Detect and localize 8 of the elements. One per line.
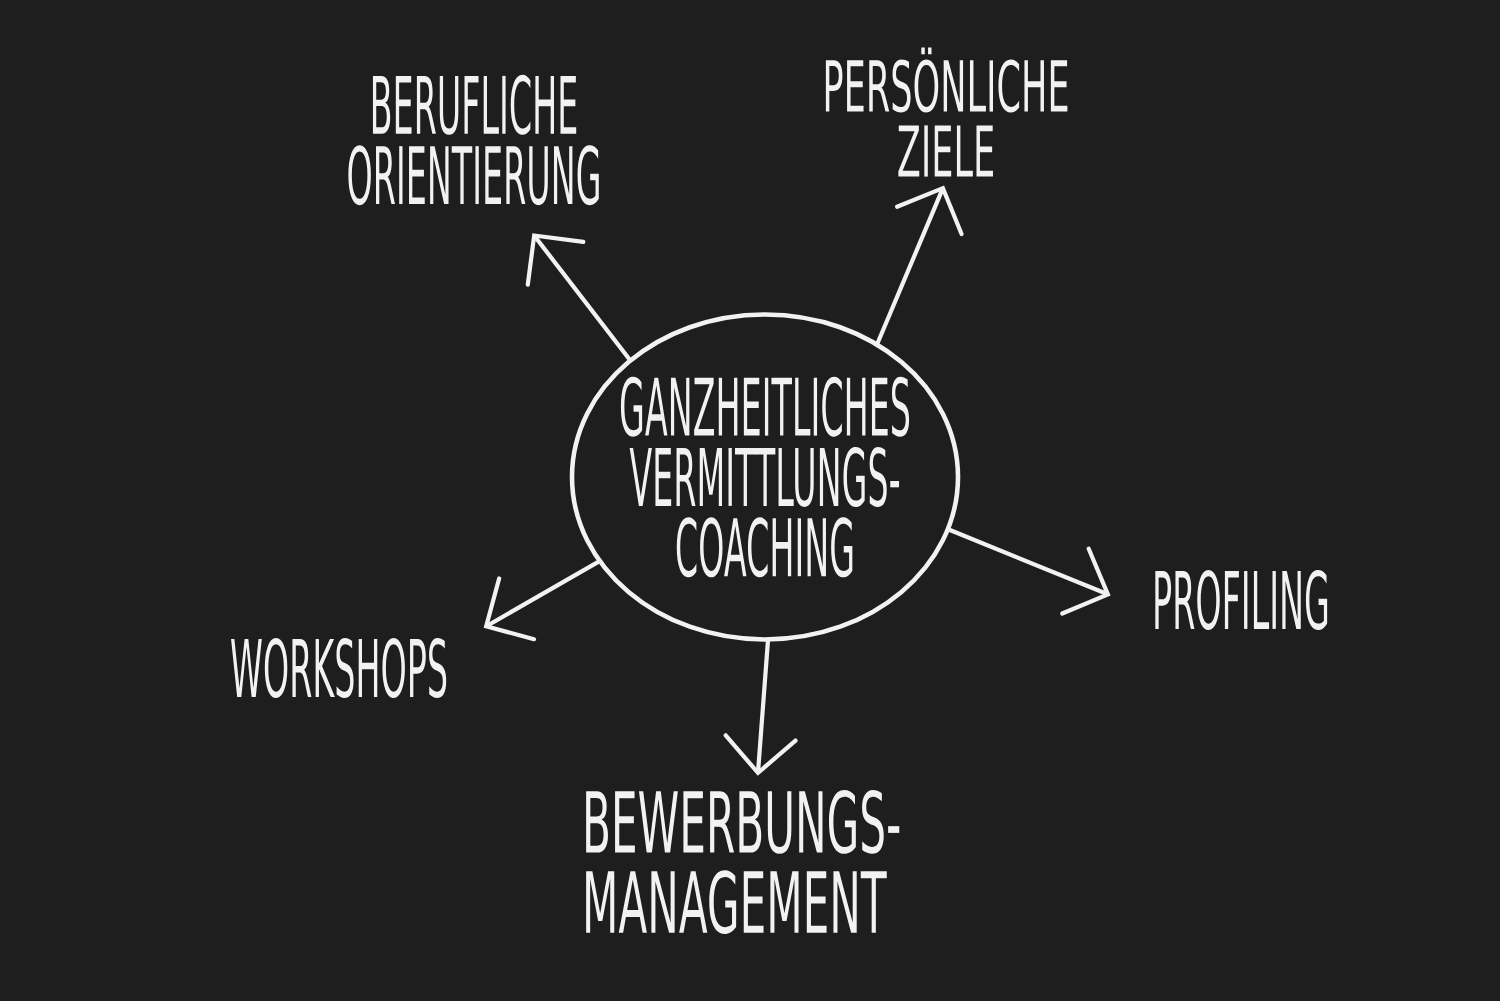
topic-label: PROFILING xyxy=(1155,570,1328,630)
topic-label: BEWERBUNGS- MANAGEMENT xyxy=(586,790,900,934)
topic-label: WORKSHOPS xyxy=(231,638,447,698)
topic-label: BERUFLICHE ORIENTIERUNG xyxy=(348,74,599,206)
topic-label: PERSÖNLICHE ZIELE xyxy=(825,47,1068,177)
arrow xyxy=(875,185,964,345)
arrow xyxy=(947,527,1111,616)
arrow xyxy=(525,233,632,361)
